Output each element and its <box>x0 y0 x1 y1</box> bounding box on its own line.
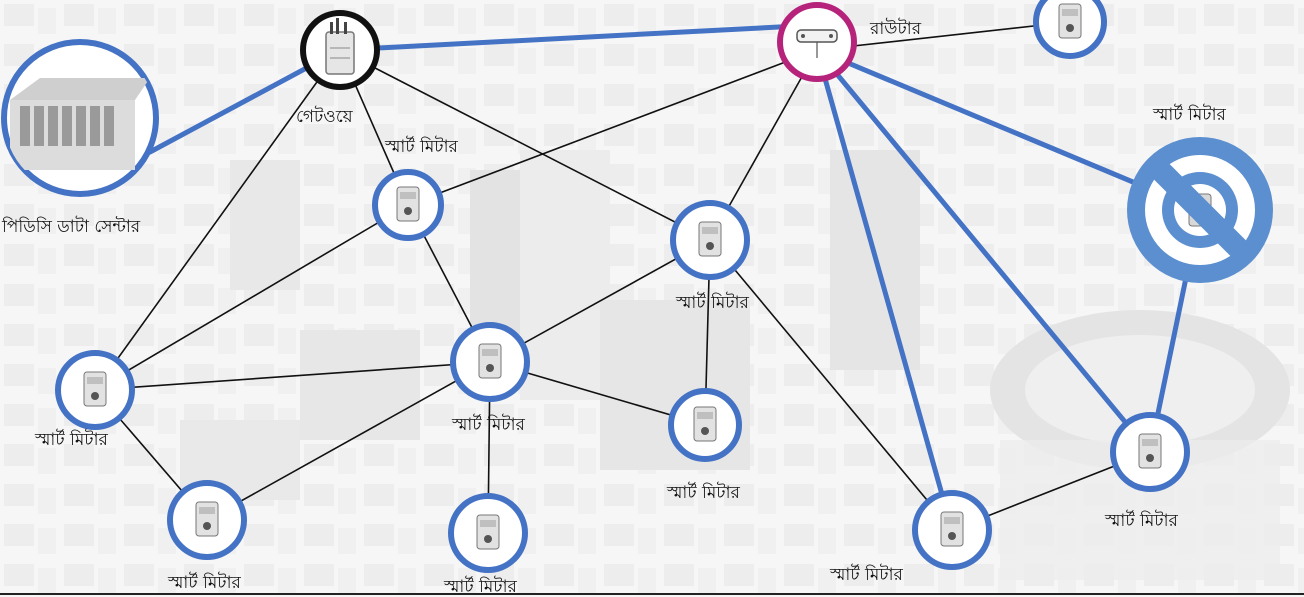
smart-meter-icon <box>476 514 500 550</box>
datacenter-label: পিডিসি ডাটা সেন্টার <box>1 216 141 237</box>
blocked-smart-meter-node <box>1127 137 1273 283</box>
gateway-node <box>300 10 380 90</box>
primary-link <box>337 22 820 53</box>
mesh-link <box>206 361 491 521</box>
primary-link <box>814 47 1153 455</box>
router-device-icon <box>796 29 838 58</box>
smart-meter-icon <box>698 221 722 257</box>
node-labels: গেটওয়ে রাউটার পিডিসি ডাটা সেন্টার স্মার… <box>1 18 1227 597</box>
mesh-link <box>709 239 953 531</box>
mesh-link <box>816 21 1071 51</box>
mesh-link <box>489 239 711 363</box>
smart-meter-node <box>372 169 444 241</box>
mesh-link <box>339 49 711 241</box>
smart-meter-icon <box>478 343 502 379</box>
server-rack-icon <box>10 78 150 170</box>
smart-meter-icon <box>693 406 717 442</box>
smart-meter-label: স্মার্ট মিটার <box>443 576 518 597</box>
smart-meter-label: স্মার্ট মিটার <box>451 414 526 435</box>
smart-meter-node <box>55 350 135 430</box>
smart-meter-icon <box>1058 3 1082 39</box>
smart-meter-label: স্মার্ট মিটার <box>167 572 242 593</box>
smart-meter-node <box>448 493 528 573</box>
smart-meter-label: স্মার্ট মিটার <box>666 482 741 503</box>
primary-link <box>814 47 955 533</box>
prohibited-icon <box>1150 160 1250 260</box>
smart-meters <box>55 0 1273 573</box>
smart-meter-label: স্মার্ট মিটার <box>1104 510 1179 531</box>
smart-meter-label: স্মার্ট মিটার <box>829 564 904 585</box>
smart-meter-node <box>668 388 742 462</box>
router-node <box>777 2 857 82</box>
smart-meter-label: স্মার্ট মিটার <box>1152 104 1227 125</box>
smart-meter-icon <box>83 371 107 407</box>
smart-meter-label: স্মার্ট মিটার <box>384 136 459 157</box>
mesh-link <box>94 204 409 391</box>
datacenter-node <box>1 39 159 197</box>
smart-meter-node <box>167 480 247 560</box>
mesh-link <box>407 49 818 206</box>
smart-meter-node <box>450 322 530 402</box>
smart-meter-icon <box>195 501 219 537</box>
smart-meter-icon <box>1138 433 1162 469</box>
mesh-link <box>94 49 341 391</box>
smart-meter-node <box>912 490 992 570</box>
smart-meter-icon <box>396 186 420 222</box>
router-label: রাউটার <box>869 18 922 39</box>
mesh-link <box>94 361 491 391</box>
smart-meter-icon <box>940 511 964 547</box>
smart-meter-node <box>1110 412 1190 492</box>
smart-meter-label: স্মার্ট মিটার <box>675 292 750 313</box>
smart-meter-label: স্মার্ট মিটার <box>34 429 109 450</box>
smart-meter-node <box>670 200 750 280</box>
gateway-device-icon <box>325 18 355 75</box>
smart-meter-node <box>1033 0 1107 59</box>
gateway-label: গেটওয়ে <box>296 106 354 127</box>
